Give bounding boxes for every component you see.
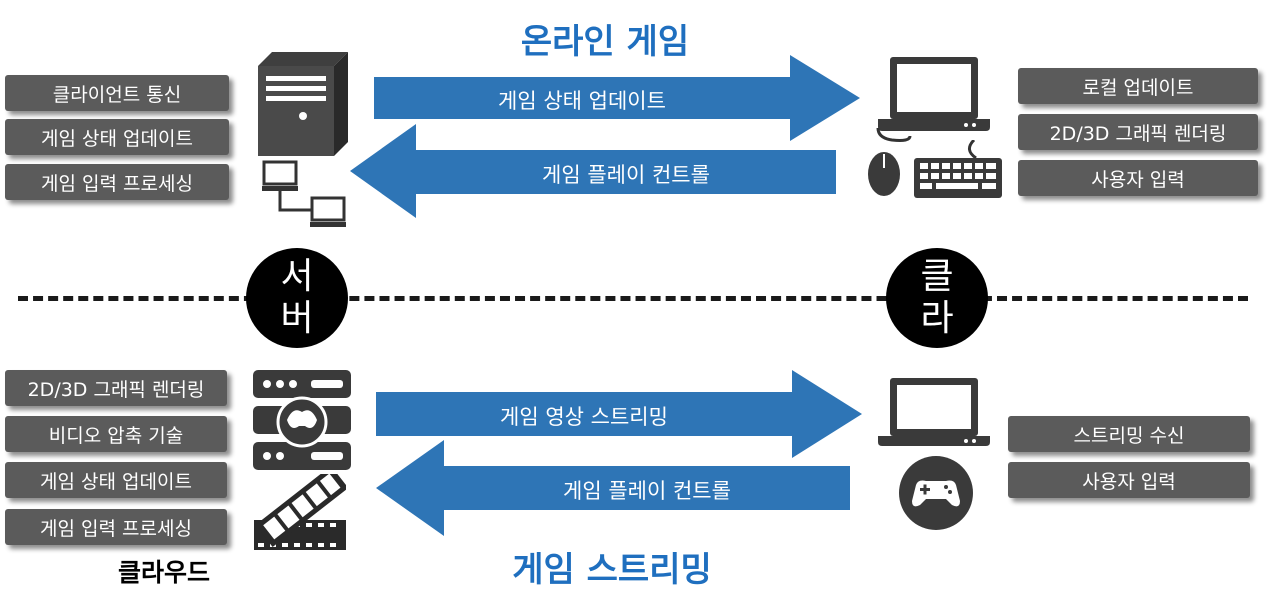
- cloud-task-video-compression: 비디오 압축 기술: [5, 416, 227, 452]
- client-node-char-1: 클: [920, 256, 954, 297]
- server-task-state-update: 게임 상태 업데이트: [5, 119, 229, 155]
- client-task-user-input: 사용자 입력: [1018, 160, 1258, 196]
- section-divider: [18, 296, 1248, 301]
- arrow-gameplay-control-left: 게임 플레이 컨트롤: [350, 124, 836, 218]
- arrow-video-stream-label: 게임 영상 스트리밍: [500, 405, 668, 429]
- server-rack-icon: [253, 370, 351, 476]
- server-node-char-1: 서: [280, 256, 314, 297]
- title-online-game: 온라인 게임: [520, 22, 690, 62]
- arrow-gameplay-control-label: 게임 플레이 컨트롤: [542, 163, 710, 187]
- stream-client-task-receive: 스트리밍 수신: [1008, 416, 1250, 452]
- server-node-char-2: 버: [280, 298, 314, 339]
- client-node: 클 라: [886, 248, 988, 348]
- server-tower-icon: [258, 52, 350, 160]
- server-task-client-comm: 클라이언트 통신: [5, 75, 229, 111]
- arrow-state-update-right: 게임 상태 업데이트: [374, 55, 860, 141]
- arrow-stream-control-left: 게임 플레이 컨트롤: [376, 440, 850, 536]
- film-strip-icon: [254, 465, 349, 560]
- cloud-task-state-update: 게임 상태 업데이트: [5, 462, 227, 498]
- arrow-stream-control-label: 게임 플레이 컨트롤: [563, 479, 731, 503]
- network-icon: [262, 160, 348, 234]
- laptop-icon: [878, 57, 990, 137]
- client-node-char-2: 라: [920, 298, 954, 339]
- cloud-label: 클라우드: [118, 558, 211, 587]
- arrow-state-update-label: 게임 상태 업데이트: [498, 89, 666, 113]
- server-node: 서 버: [246, 248, 348, 348]
- client-task-rendering: 2D/3D 그래픽 렌더링: [1018, 114, 1258, 150]
- gamepad-icon: [898, 455, 974, 535]
- server-task-input-processing: 게임 입력 프로세싱: [5, 164, 229, 200]
- mouse-icon: [866, 127, 916, 204]
- client-task-local-update: 로컬 업데이트: [1018, 68, 1258, 104]
- stream-client-task-user-input: 사용자 입력: [1008, 462, 1250, 498]
- cloud-task-input-processing: 게임 입력 프로세싱: [5, 509, 227, 545]
- keyboard-icon: [914, 138, 1002, 204]
- laptop-icon-streaming: [878, 378, 990, 452]
- arrow-video-stream-right: 게임 영상 스트리밍: [376, 370, 862, 458]
- cloud-task-rendering: 2D/3D 그래픽 렌더링: [5, 370, 227, 406]
- title-game-streaming: 게임 스트리밍: [512, 550, 712, 590]
